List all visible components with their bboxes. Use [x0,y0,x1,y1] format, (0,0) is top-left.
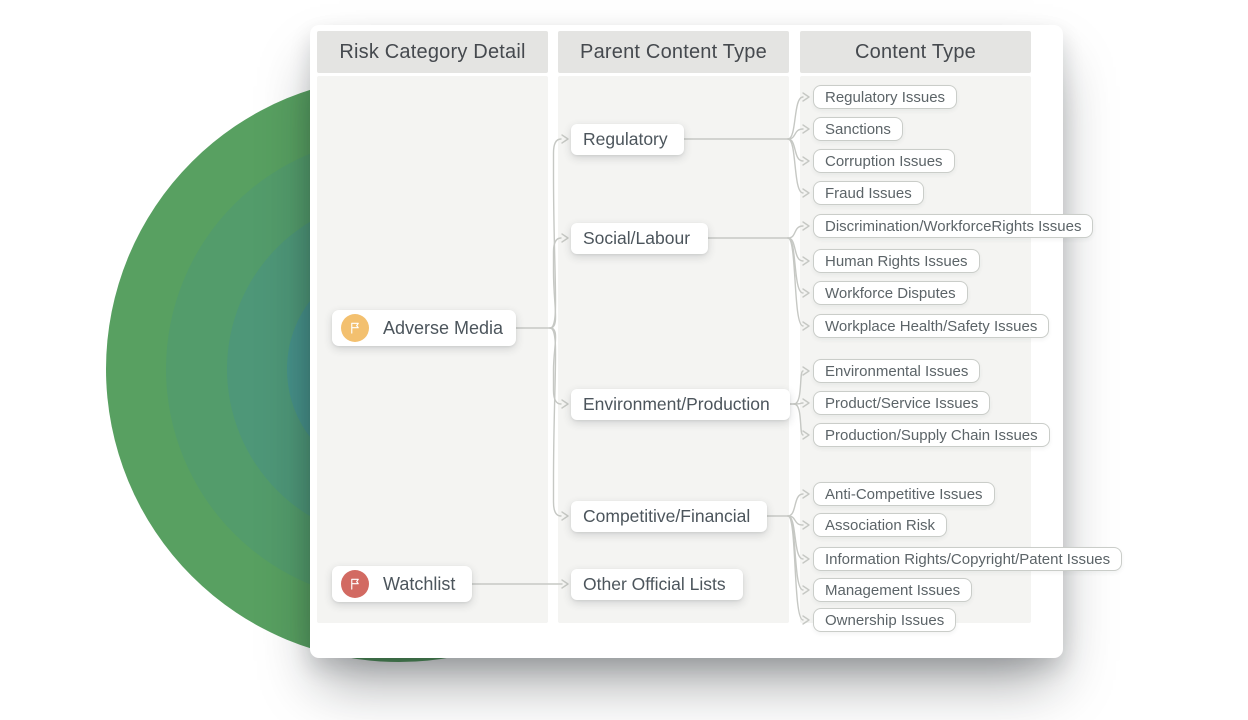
column-header-content-type: Content Type [800,31,1031,73]
edge-social-labour-workplace-health-safety-issues [787,237,810,331]
leaf-node-discrimination-workforcerights-issues: Discrimination/WorkforceRights Issues [813,214,1094,238]
edge-environment-production-production-supply-chain-issues [793,403,810,440]
edge-regulatory-regulatory-issues [787,92,810,140]
edge-regulatory-fraud-issues [787,138,810,198]
column-body-parent-content-type [558,76,789,623]
flag-icon [341,314,369,342]
leaf-node-product-service-issues: Product/Service Issues [813,391,991,415]
parent-node-other-official-lists: Other Official Lists [571,568,743,600]
column-body-risk-category-detail [317,76,548,623]
leaf-node-anti-competitive-issues: Anti-Competitive Issues [813,482,995,506]
category-node-watchlist: Watchlist [332,566,472,602]
leaf-node-human-rights-issues: Human Rights Issues [813,249,980,273]
leaf-node-environmental-issues: Environmental Issues [813,359,981,383]
edge-environment-production-environmental-issues [793,366,810,405]
parent-node-social-labour: Social/Labour [571,222,708,254]
edge-adverse-media-social-labour [549,233,569,329]
parent-node-environment-production: Environment/Production [571,388,790,420]
leaf-node-association-risk: Association Risk [813,513,948,537]
parent-node-regulatory: Regulatory [571,123,684,155]
category-label: Watchlist [383,573,456,594]
edge-adverse-media-regulatory [549,134,569,329]
edge-competitive-financial-ownership-issues [787,515,810,625]
category-node-adverse-media: Adverse Media [332,310,516,346]
leaf-node-fraud-issues: Fraud Issues [813,181,924,205]
leaf-node-workforce-disputes: Workforce Disputes [813,281,968,305]
edge-layer [471,92,810,625]
edge-competitive-financial-anti-competitive-issues [787,489,810,517]
leaf-node-information-rights-copyright-patent-issues: Information Rights/Copyright/Patent Issu… [813,547,1123,571]
edge-adverse-media-competitive-financial [549,327,569,521]
leaf-node-production-supply-chain-issues: Production/Supply Chain Issues [813,423,1050,447]
leaf-node-corruption-issues: Corruption Issues [813,149,955,173]
diagram-card: Risk Category Detail Parent Content Type… [310,25,1123,658]
flag-icon [341,570,369,598]
edge-adverse-media-environment-production [549,327,569,409]
column-header-parent-content-type: Parent Content Type [558,31,789,73]
leaf-node-management-issues: Management Issues [813,578,973,602]
leaf-node-sanctions: Sanctions [813,117,903,141]
leaf-node-ownership-issues: Ownership Issues [813,608,957,632]
parent-node-competitive-financial: Competitive/Financial [571,500,767,532]
leaf-node-regulatory-issues: Regulatory Issues [813,85,958,109]
column-header-risk-category-detail: Risk Category Detail [317,31,548,73]
leaf-node-workplace-health-safety-issues: Workplace Health/Safety Issues [813,314,1050,338]
category-label: Adverse Media [383,317,504,338]
edge-watchlist-other-official-lists [471,579,569,589]
